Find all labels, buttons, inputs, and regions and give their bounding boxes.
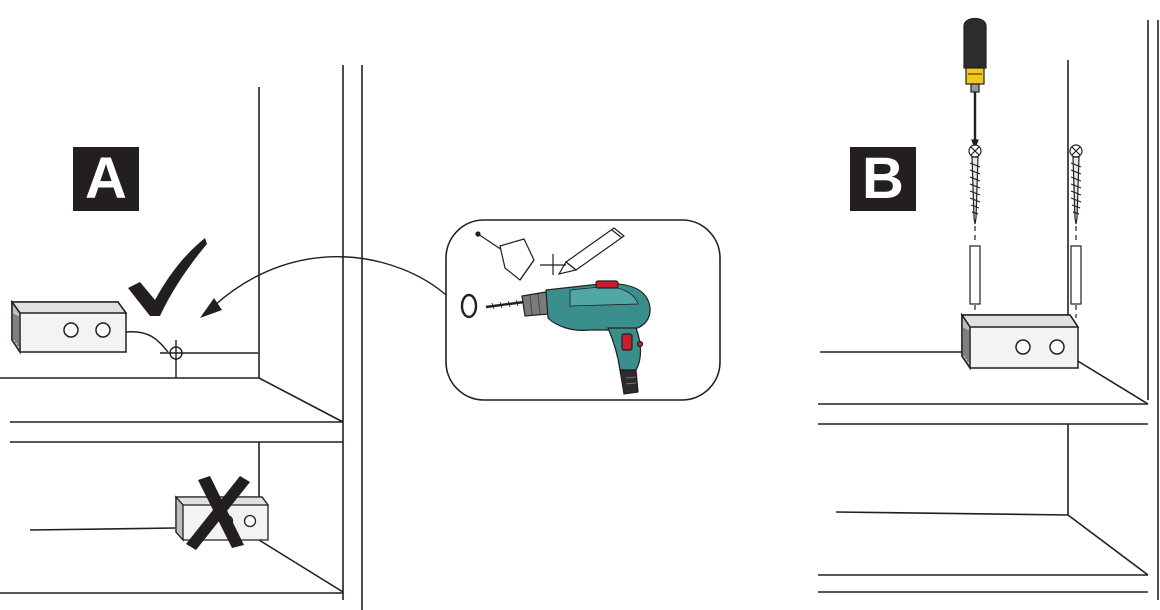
panel-a-label: A	[73, 147, 139, 211]
mount-box-correct	[12, 302, 126, 352]
panel-b	[818, 20, 1158, 600]
wall-plug-icon	[970, 246, 1081, 304]
screw-icon	[1070, 145, 1082, 224]
panel-b-label: B	[850, 147, 916, 211]
pointer-arrow	[200, 257, 446, 318]
cable-line	[126, 332, 168, 352]
checkmark-icon	[128, 238, 207, 316]
screw-icon	[969, 145, 981, 224]
hole-marker-icon	[160, 340, 258, 378]
drill-hole-icon	[462, 295, 476, 317]
screwdriver-icon	[964, 19, 986, 149]
tools-callout	[446, 220, 720, 400]
alignment-guides	[975, 226, 1076, 318]
mount-box-mounted	[962, 315, 1078, 368]
